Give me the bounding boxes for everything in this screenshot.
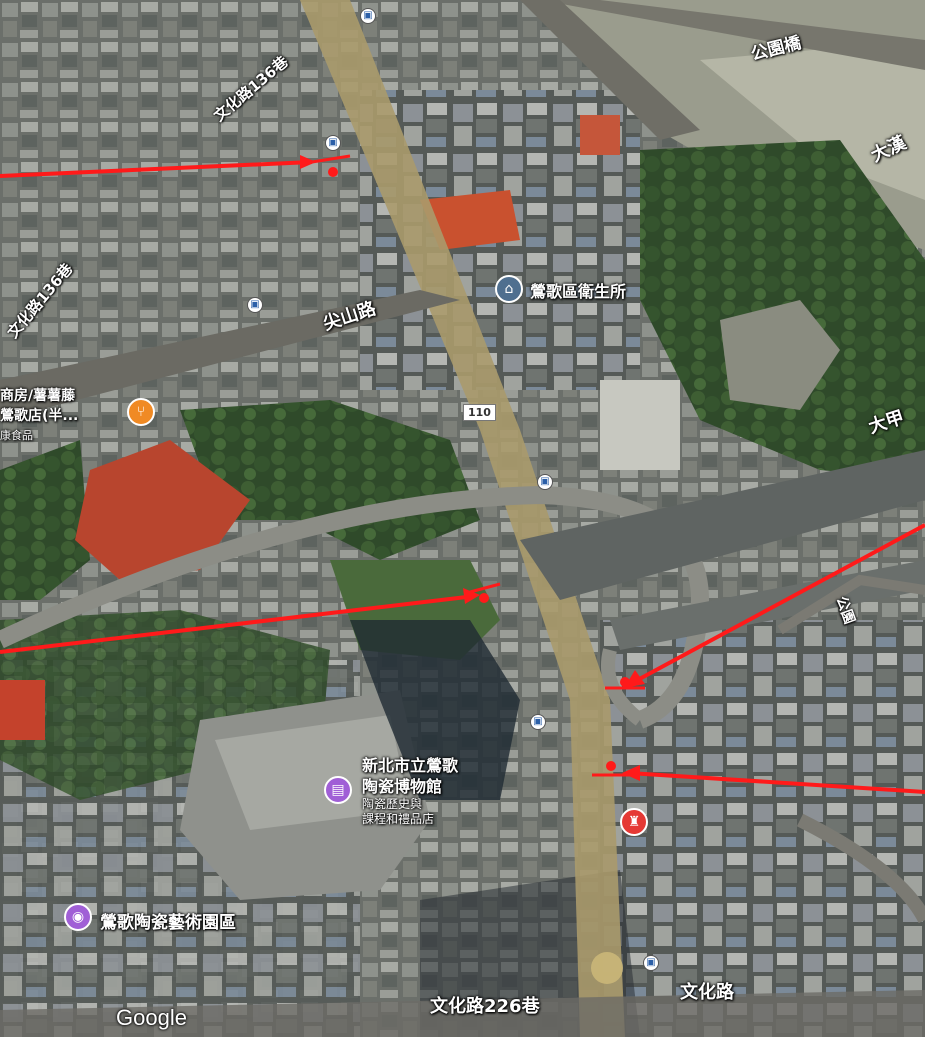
- restaurant-icon[interactable]: ⑂: [127, 398, 155, 426]
- bus-stop-icon[interactable]: ▣: [530, 714, 546, 730]
- government-icon[interactable]: ⌂: [495, 275, 523, 303]
- bus-stop-icon[interactable]: ▣: [537, 474, 553, 490]
- shop-icon[interactable]: ♜: [620, 808, 648, 836]
- poi-label-health-station[interactable]: 鶯歌區衛生所: [530, 282, 627, 301]
- poi-label-museum-1[interactable]: 新北市立鶯歌: [362, 756, 459, 775]
- bus-stop-icon[interactable]: ▣: [247, 297, 263, 313]
- poi-label-museum-4: 課程和禮品店: [362, 812, 435, 826]
- poi-label-museum-3: 陶瓷歷史與: [362, 797, 423, 811]
- road-label-wenhua: 文化路: [680, 982, 734, 1003]
- poi-label-restaurant-1[interactable]: 商房/薯薯藤: [0, 388, 76, 404]
- google-watermark: Google: [116, 1005, 187, 1030]
- poi-label-restaurant-3: 康食品: [0, 429, 33, 442]
- museum-icon[interactable]: ▤: [324, 776, 352, 804]
- road-label-wenhua-226: 文化路226巷: [430, 996, 540, 1017]
- bus-stop-icon[interactable]: ▣: [325, 135, 341, 151]
- bus-stop-icon[interactable]: ▣: [360, 8, 376, 24]
- poi-label-museum-2[interactable]: 陶瓷博物館: [362, 777, 443, 796]
- bus-stop-icon[interactable]: ▣: [643, 955, 659, 971]
- poi-label-art-park[interactable]: 鶯歌陶瓷藝術園區: [100, 913, 236, 933]
- annotation-arrows: [0, 154, 925, 794]
- poi-label-restaurant-2[interactable]: 鶯歌店(半...: [0, 408, 79, 424]
- route-shield: 110: [463, 404, 496, 421]
- camera-icon[interactable]: ◉: [64, 903, 92, 931]
